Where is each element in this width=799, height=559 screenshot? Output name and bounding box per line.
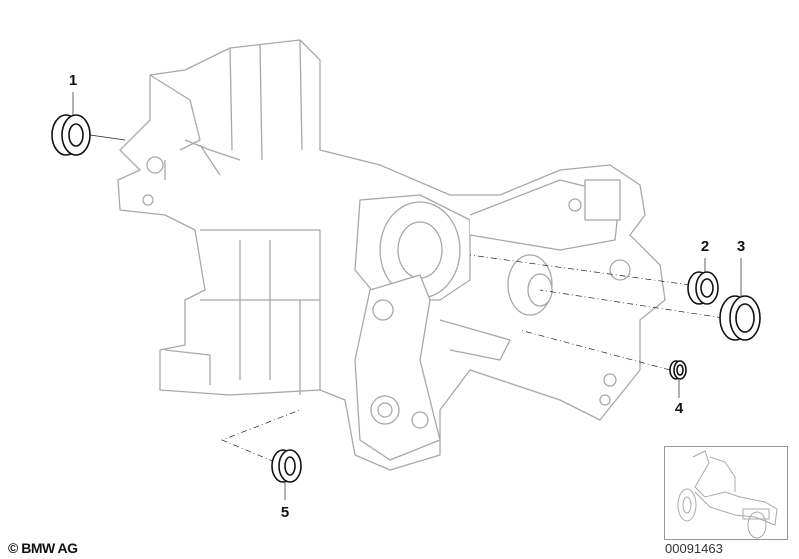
axis-line-5: [221, 409, 301, 463]
callout-1[interactable]: 1: [68, 72, 78, 89]
seal-3: [719, 295, 761, 341]
diagram-number: 00091463: [665, 541, 723, 556]
motorcycle-icon: [677, 450, 778, 539]
seal-4: [669, 360, 687, 380]
seal-1: [51, 114, 91, 156]
axis-line-2: [469, 254, 691, 286]
axis-line-1: [89, 134, 126, 141]
callout-3[interactable]: 3: [736, 238, 746, 255]
motorcycle-location-inset: [664, 446, 788, 540]
callout-4[interactable]: 4: [674, 400, 684, 417]
seal-parts: [51, 114, 761, 483]
seal-2: [687, 271, 719, 305]
seal-5: [271, 449, 302, 483]
callout-5[interactable]: 5: [280, 504, 290, 521]
gearbox-housing: [117, 39, 666, 471]
callout-2[interactable]: 2: [700, 238, 710, 255]
copyright-text: © BMW AG: [8, 540, 78, 556]
assembly-lines: [72, 92, 742, 500]
axis-line-3: [539, 289, 724, 319]
